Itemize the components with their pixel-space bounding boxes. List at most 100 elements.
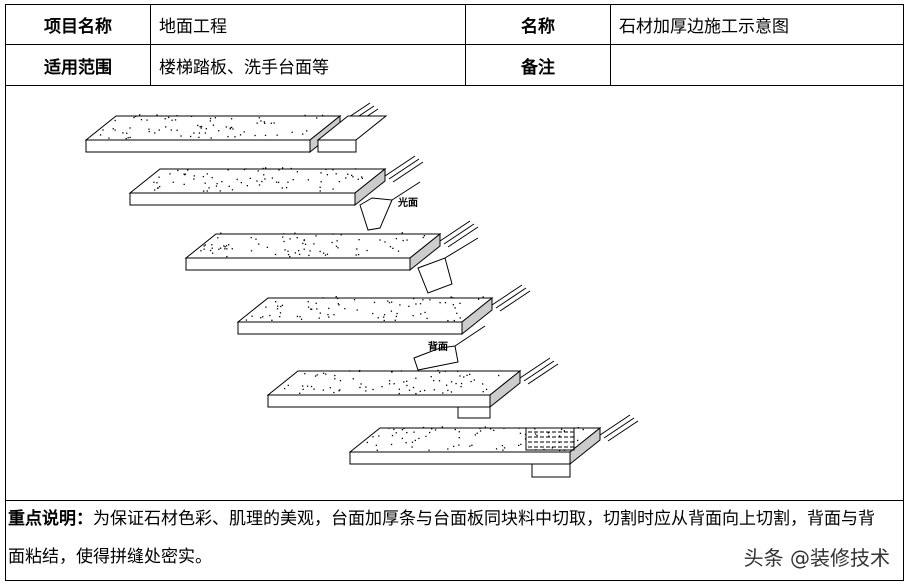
- speckle: [230, 118, 233, 120]
- speckle: [484, 426, 486, 428]
- speckle: [458, 431, 460, 433]
- speckle: [284, 387, 286, 390]
- speckle: [306, 130, 308, 132]
- speckle: [291, 131, 293, 133]
- speckle: [320, 181, 322, 183]
- speckle: [228, 244, 230, 246]
- speckle: [206, 173, 209, 175]
- speckle: [473, 379, 475, 381]
- speckle: [332, 233, 334, 235]
- speckle: [134, 115, 137, 118]
- speckle: [223, 245, 225, 247]
- speckle: [352, 378, 354, 380]
- speckle: [327, 313, 329, 316]
- speckle: [411, 441, 414, 443]
- speckle: [408, 389, 411, 391]
- speckle: [102, 129, 104, 131]
- speckle: [406, 380, 408, 382]
- speckle: [114, 129, 116, 131]
- speckle: [336, 240, 338, 242]
- edge-strip-glued: [457, 406, 491, 419]
- speckle: [372, 312, 374, 315]
- slab-end: [409, 232, 441, 272]
- speckle: [250, 236, 252, 239]
- speckle: [466, 374, 468, 376]
- speckle: [304, 114, 306, 117]
- project-name-label: 项目名称: [44, 17, 112, 37]
- speckle: [447, 319, 449, 322]
- speckle: [503, 427, 505, 429]
- speckle: [322, 372, 325, 375]
- speckle: [316, 374, 318, 376]
- speckle: [383, 319, 385, 322]
- speckle: [388, 380, 391, 382]
- speckle: [271, 177, 274, 179]
- speckle: [133, 116, 135, 119]
- speckle: [372, 436, 374, 438]
- speckle: [406, 239, 408, 241]
- project-name-value: 地面工程: [159, 17, 227, 37]
- speckle: [231, 189, 234, 191]
- col-divider: [150, 5, 151, 85]
- speckle: [360, 383, 362, 385]
- speckle: [258, 243, 260, 245]
- speckle: [204, 244, 206, 246]
- speckle: [519, 432, 522, 434]
- scope-value: 楼梯踏板、洗手台面等: [159, 57, 329, 78]
- speckle: [297, 249, 300, 252]
- slab-top: [84, 115, 342, 141]
- speckle: [560, 428, 563, 430]
- speckle: [282, 233, 285, 235]
- speckle: [280, 305, 282, 308]
- speckle: [338, 390, 340, 392]
- edge-line: [439, 220, 471, 242]
- speckle: [450, 381, 453, 383]
- speckle: [281, 167, 284, 169]
- speckle: [423, 389, 426, 392]
- speckle: [122, 132, 124, 134]
- row-divider: [6, 85, 903, 86]
- speckle: [183, 183, 185, 186]
- speckle: [226, 255, 228, 258]
- edge-line: [527, 363, 559, 385]
- speckle: [424, 311, 426, 314]
- speckle: [224, 246, 226, 248]
- edge-line: [388, 158, 420, 180]
- speckle: [403, 427, 405, 430]
- speckle: [406, 431, 408, 434]
- speckle: [243, 131, 245, 133]
- edge-line: [444, 237, 479, 259]
- speckle: [310, 385, 313, 388]
- back-face-label: 背面: [428, 340, 448, 353]
- speckle: [365, 386, 367, 388]
- speckle: [180, 135, 182, 137]
- speckle: [482, 296, 484, 298]
- edge-line: [454, 325, 486, 347]
- edge-line: [392, 161, 424, 183]
- speckle: [307, 179, 309, 181]
- speckle: [281, 304, 284, 307]
- speckle: [270, 122, 272, 124]
- speckle: [489, 428, 492, 430]
- speckle: [456, 370, 459, 372]
- speckle: [274, 301, 277, 303]
- speckle: [169, 173, 171, 175]
- info-table: 项目名称 地面工程 名称 石材加厚边施工示意图 适用范围 楼梯踏板、洗手台面等 …: [5, 4, 904, 581]
- speckle: [287, 253, 290, 256]
- speckle: [360, 176, 363, 178]
- speckle: [445, 384, 448, 386]
- speckle: [211, 247, 213, 249]
- edge-line: [519, 357, 551, 379]
- speckle: [391, 301, 393, 303]
- speckle: [265, 306, 267, 308]
- slab-top: [266, 370, 522, 396]
- speckle: [261, 180, 263, 183]
- speckle: [307, 306, 310, 308]
- speckle: [148, 128, 150, 130]
- speckle: [172, 181, 174, 183]
- speckle: [316, 117, 318, 119]
- speckle: [229, 128, 231, 130]
- col-divider: [610, 5, 611, 85]
- speckle: [283, 240, 285, 243]
- speckle: [430, 375, 432, 378]
